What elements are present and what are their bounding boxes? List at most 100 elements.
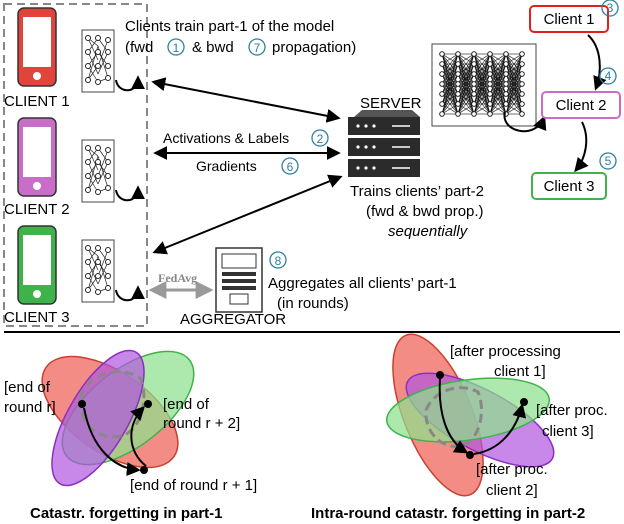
server-network-node [487, 71, 493, 77]
server-network-node [471, 101, 477, 107]
server-network-node [471, 81, 477, 87]
part2-label-c-line1: [after proc. [476, 461, 548, 478]
server-network-edge [505, 53, 523, 65]
client2-label: CLIENT 2 [4, 201, 70, 218]
server-network-edge [441, 73, 459, 115]
server-network-node [519, 51, 525, 57]
part1-label-b-line1: [end of [163, 396, 210, 413]
client3-server-arrow [152, 174, 343, 255]
server-network-edge [473, 103, 491, 115]
server-network-edge [489, 103, 507, 115]
server-network-edge [505, 93, 523, 115]
server-network-edge [505, 83, 523, 115]
server-network-node [455, 101, 461, 107]
server-network-node [487, 101, 493, 107]
server-network-edge [473, 53, 491, 85]
server-network-edge [473, 53, 491, 75]
step-2-badge [311, 129, 329, 147]
server-network-node [439, 101, 445, 107]
client2-phone-icon [17, 117, 57, 197]
part1-caption: Catastr. forgetting in part-1 [30, 505, 223, 522]
part1-label-a-line2: round r] [4, 399, 56, 416]
aggregator-label: AGGREGATOR [180, 311, 286, 328]
server-network-edge [457, 93, 475, 115]
server-network-node [439, 61, 445, 67]
server-network-edge [489, 93, 507, 115]
server-network-node [439, 71, 445, 77]
server-network-edge [441, 63, 459, 115]
step-6-badge [281, 157, 299, 175]
server-network-icon [431, 43, 547, 133]
client3-label: CLIENT 3 [4, 309, 70, 326]
server-network-node [455, 51, 461, 57]
server-network-edge [505, 73, 523, 115]
server-network-node [503, 101, 509, 107]
client-training-caption-mid: & bwd [192, 39, 234, 56]
server-network-node [439, 51, 445, 57]
server-network-edge [441, 93, 459, 115]
chain-client2-box [541, 91, 621, 119]
client1-phone-icon [17, 7, 57, 87]
step-5-number: 5 [605, 154, 612, 168]
step-6-number: 6 [287, 160, 294, 174]
server-network-node [471, 61, 477, 67]
aggregator-caption-line1: Aggregates all clients’ part-1 [268, 275, 457, 292]
chain-client2-label: Client 2 [556, 97, 607, 114]
server-network-edge [457, 53, 475, 85]
part2-caption: Intra-round catastr. forgetting in part-… [311, 505, 585, 522]
server-network-node [503, 91, 509, 97]
server-network-node [471, 91, 477, 97]
server-network-edge [489, 53, 507, 105]
server-network-node [455, 61, 461, 67]
server-network-node [503, 61, 509, 67]
server-network-edge [441, 83, 459, 115]
server-network-edge [457, 103, 475, 115]
server-network-edge [489, 53, 507, 75]
server-network-edge [441, 53, 459, 75]
server-network-edge [505, 63, 523, 115]
step-7-badge [248, 38, 266, 56]
server-network-edge [457, 53, 475, 75]
server-network-node [455, 91, 461, 97]
client-training-caption-pre: (fwd [125, 39, 153, 56]
server-network-edge [489, 83, 507, 115]
server-network-node [519, 101, 525, 107]
server-network-edge [505, 53, 523, 95]
chain-client3-box [531, 172, 607, 200]
server-network-edge [473, 53, 491, 95]
server-network-node [519, 111, 525, 117]
step-5-badge [599, 152, 617, 170]
server-network-edge [473, 93, 491, 115]
part2-label-a-line1: [after processing [450, 343, 561, 360]
part1-label-a-line1: [end of [4, 379, 51, 396]
step-8-number: 8 [275, 254, 282, 268]
server-network-edge [489, 53, 507, 95]
server-network-node [471, 71, 477, 77]
chain-client1-label: Client 1 [544, 11, 595, 28]
server-network-edge [473, 73, 491, 115]
activations-label: Activations & Labels [163, 130, 289, 146]
step-1-number: 1 [173, 41, 180, 55]
server-caption-line3: sequentially [388, 223, 469, 240]
server-network-edge [441, 53, 459, 65]
server-network-node [487, 91, 493, 97]
part1-label-b-line2: round r + 2] [163, 415, 240, 432]
server-network-node [471, 51, 477, 57]
server-network-edge [505, 53, 523, 85]
server-network-node [519, 91, 525, 97]
server-network-edge [457, 83, 475, 115]
step-4-number: 4 [605, 69, 612, 83]
server-network-node [455, 81, 461, 87]
server-network-node [455, 111, 461, 117]
server-network-edge [457, 63, 475, 115]
server-network-node [503, 81, 509, 87]
server-network-node [503, 51, 509, 57]
server-caption-line1: Trains clients’ part-2 [350, 183, 484, 200]
part2-label-b-line2: client 3] [542, 423, 594, 440]
step-7-number: 7 [254, 41, 261, 55]
server-network-edge [489, 73, 507, 115]
server-label: SERVER [360, 95, 422, 112]
server-network-edge [505, 103, 523, 115]
